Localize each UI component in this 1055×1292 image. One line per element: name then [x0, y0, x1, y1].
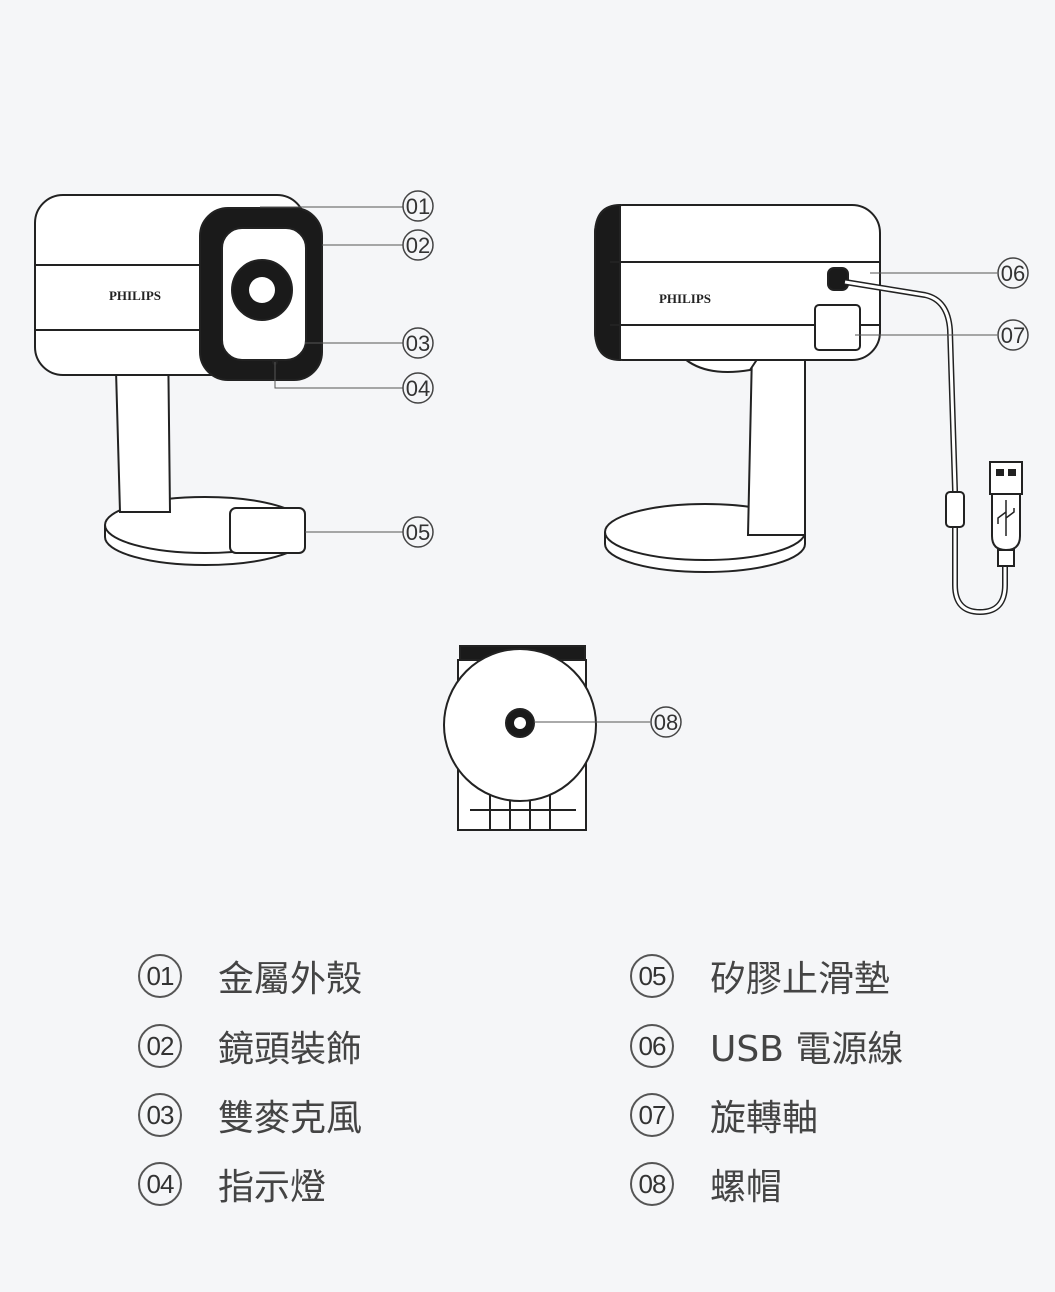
webcam-diagram: PHILIPS PHILIPS	[34, 190, 1029, 831]
legend-label: 矽膠止滑墊	[710, 959, 891, 1000]
webcam-bottom-view	[443, 645, 597, 831]
legend-label: 金屬外殼	[218, 959, 363, 1000]
legend-number: 06	[630, 1024, 674, 1068]
usb-plug-icon	[989, 461, 1023, 567]
callout-02: 02	[406, 233, 430, 258]
legend-item: 04 指示燈	[138, 1159, 326, 1209]
legend-label: 雙麥克風	[218, 1098, 363, 1139]
anti-slip-pad	[229, 507, 306, 554]
legend-item: 08 螺帽	[630, 1159, 782, 1209]
legend-number: 01	[138, 954, 182, 998]
rotation-axis	[814, 304, 861, 351]
svg-text:PHILIPS: PHILIPS	[109, 288, 161, 303]
legend-item: 01 金屬外殼	[138, 951, 362, 1001]
callout-08: 08	[654, 710, 678, 735]
webcam-back-view: PHILIPS	[594, 203, 1023, 616]
legend-label: USB 電源線	[710, 1029, 904, 1070]
leader-lines	[260, 206, 997, 723]
svg-text:PHILIPS: PHILIPS	[659, 291, 711, 306]
legend-item: 03 雙麥克風	[138, 1090, 362, 1140]
callout-markers	[402, 190, 1029, 738]
legend-label: 鏡頭裝飾	[218, 1029, 363, 1070]
legend-number: 02	[138, 1024, 182, 1068]
webcam-front-view: PHILIPS	[34, 194, 323, 566]
legend-item: 07 旋轉軸	[630, 1090, 818, 1140]
callout-06: 06	[1001, 261, 1025, 286]
callout-04: 04	[406, 376, 430, 401]
callout-05: 05	[406, 520, 430, 545]
callout-07: 07	[1001, 323, 1025, 348]
callout-03: 03	[406, 331, 430, 356]
callout-01: 01	[406, 194, 430, 219]
legend-number: 07	[630, 1093, 674, 1137]
legend-item: 05 矽膠止滑墊	[630, 951, 890, 1001]
legend-number: 03	[138, 1093, 182, 1137]
legend-item: 02 鏡頭裝飾	[138, 1021, 362, 1071]
legend-label: 旋轉軸	[710, 1098, 819, 1139]
legend-item: 06 USB 電源線	[630, 1021, 903, 1071]
legend-number: 08	[630, 1162, 674, 1206]
legend-number: 04	[138, 1162, 182, 1206]
legend-label: 指示燈	[218, 1167, 327, 1208]
legend-label: 螺帽	[710, 1167, 783, 1208]
legend-number: 05	[630, 954, 674, 998]
